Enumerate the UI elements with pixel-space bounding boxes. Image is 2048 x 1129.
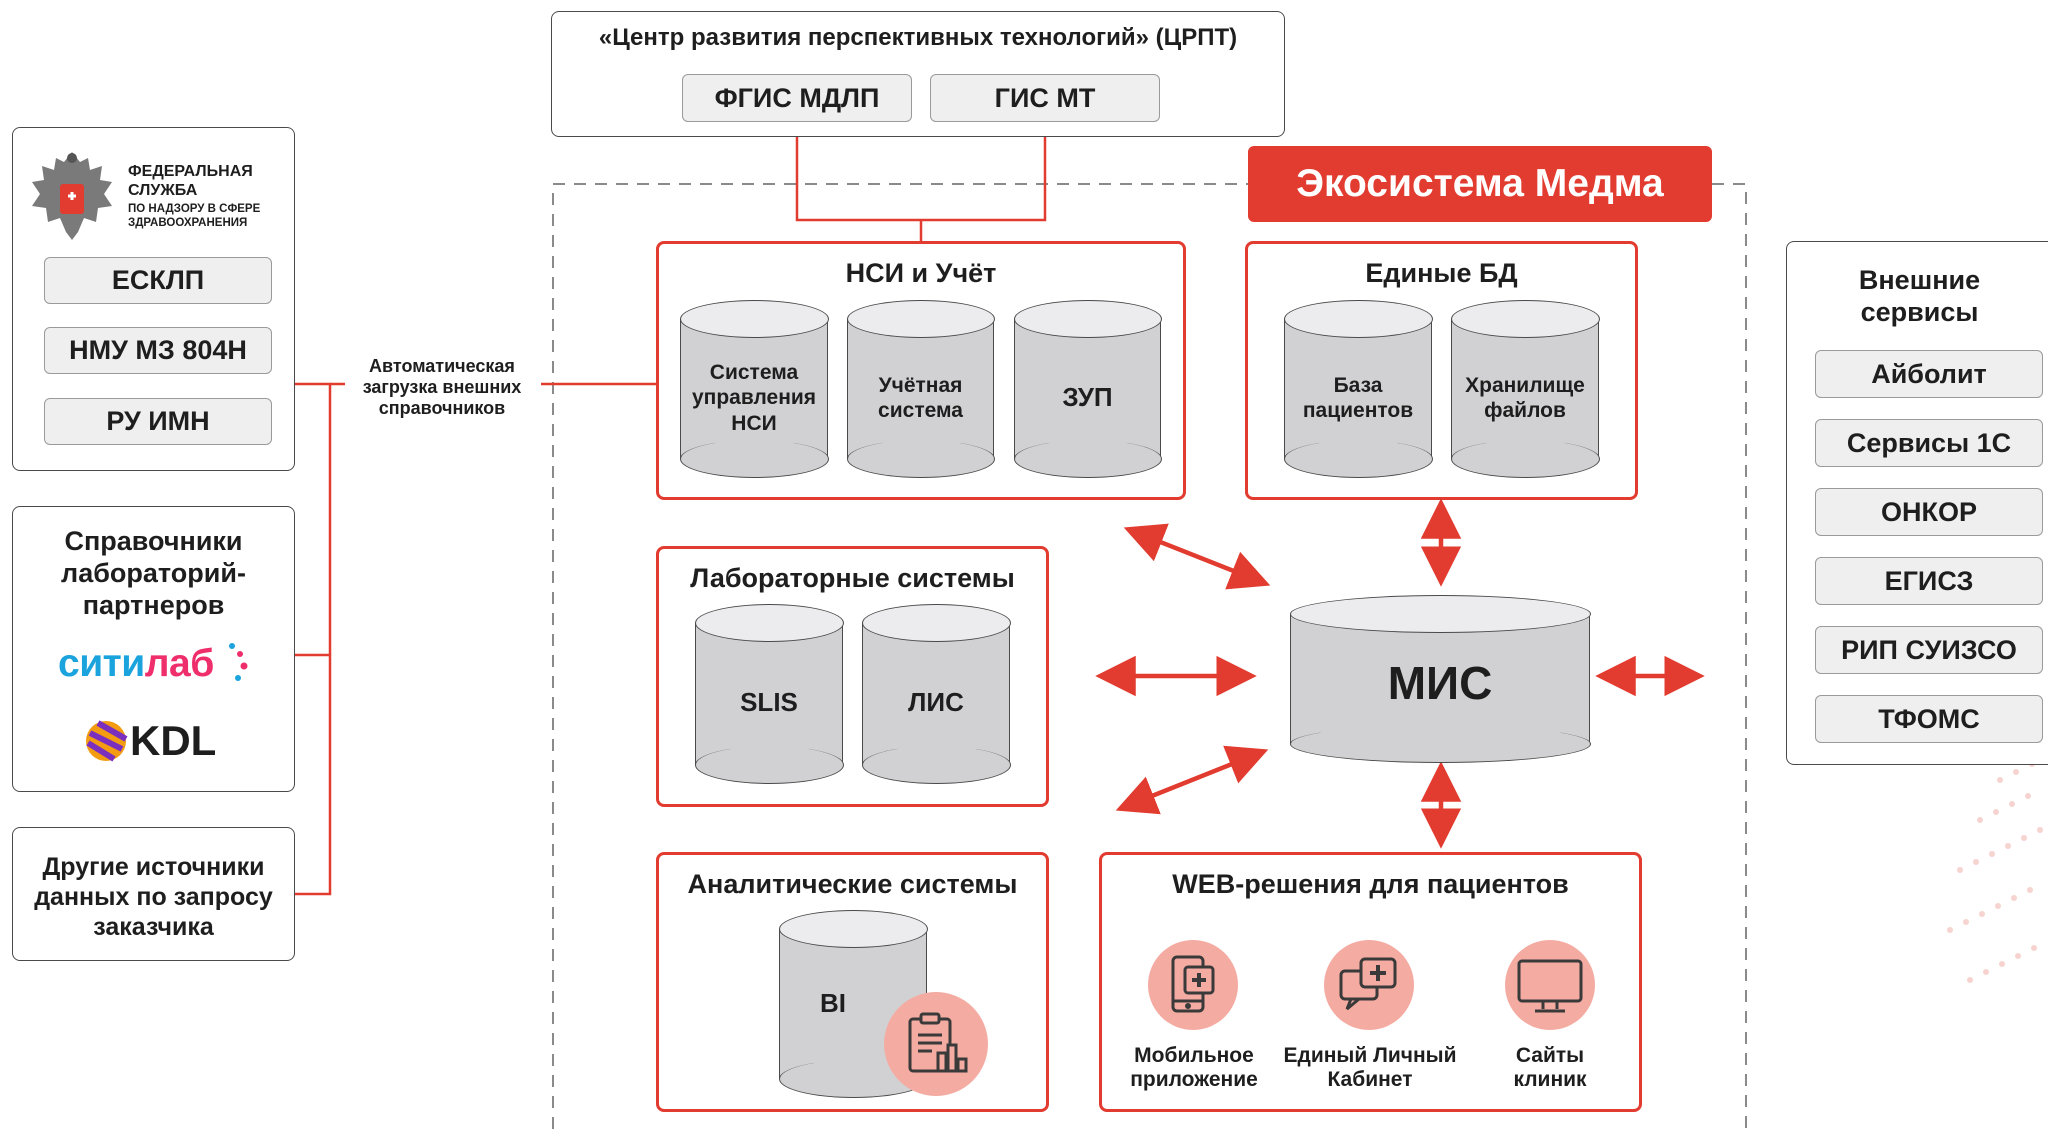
kdl-text: KDL [130,717,217,764]
db-title: Единые БД [1365,258,1518,288]
mis-label: МИС [1387,657,1493,710]
crpt-connector [795,122,1047,243]
cylinder-lis-label: ЛИС [908,687,964,718]
kdl-ball-icon [86,720,128,762]
org-line-1: ФЕДЕРАЛЬНАЯ [128,163,253,180]
ecosystem-dashed-border [552,183,1747,1129]
pill-tfoms[interactable]: ТФОМС [1815,695,2043,743]
arrow-analytics-mis [1115,745,1269,815]
cylinder-slis-label: SLIS [740,687,798,718]
citilab-part1: сити [58,642,145,685]
cylinder-nsi-system-label: Система управления НСИ [691,361,817,435]
nsi-title: НСИ и Учёт [845,258,997,288]
monitor-icon[interactable] [1505,940,1595,1030]
decorative-dot-pattern [1947,739,2043,983]
org-line-4: ЗДРАВООХРАНЕНИЯ [128,217,248,229]
cylinder-zup-label: ЗУП [1062,382,1113,413]
arrow-nsi-mis [1123,523,1271,590]
external-services-title: Внешние сервисы [1858,265,1981,327]
crpt-panel: «Центр развития перспективных технологий… [551,11,1285,137]
pill-nmu-mz[interactable]: НМУ МЗ 804Н [44,327,272,374]
web-item-sites-label: Сайты клиник [1513,1044,1587,1092]
cylinder-nsi-system: Система управления НСИ [679,300,829,478]
cylinder-patients-db: База пациентов [1283,300,1433,478]
state-emblem-icon [28,148,116,244]
cylinder-patients-db-label: База пациентов [1302,373,1414,422]
cylinder-accounting: Учётная система [846,300,995,478]
cylinder-lis: ЛИС [861,604,1011,784]
pill-onkor[interactable]: ОНКОР [1815,488,2043,536]
citilab-dots-icon [229,643,248,681]
left-bracket [295,382,332,896]
pill-fgis-mdlp[interactable]: ФГИС МДЛП [682,74,912,122]
cylinder-slis: SLIS [694,604,844,784]
citilab-part2: лаб [144,642,215,685]
org-line-2: СЛУЖБА [128,182,198,199]
web-item-cabinet-label: Единый Личный Кабинет [1283,1044,1457,1092]
cylinder-accounting-label: Учётная система [878,373,963,422]
cylinder-bi-label: BI [820,988,846,1019]
other-sources-title: Другие источники данных по запросу заказ… [34,853,273,941]
cylinder-file-storage-label: Хранилище файлов [1465,373,1585,422]
clipboard-chart-icon [884,992,988,1096]
chat-medical-icon[interactable] [1324,940,1414,1030]
labsys-title: Лабораторные системы [690,563,1015,593]
pill-egisz[interactable]: ЕГИСЗ [1815,557,2043,605]
other-sources-panel: Другие источники данных по запросу заказ… [12,827,295,961]
pill-rip-suizso[interactable]: РИП СУИЗСО [1815,626,2043,674]
crpt-title: «Центр развития перспективных технологий… [598,24,1238,51]
labs-panel: Справочники лабораторий-партнеров [12,506,295,792]
connector-label: Автоматическая загрузка внешних справочн… [362,356,522,418]
web-title: WEB-решения для пациентов [1172,869,1569,899]
labs-title: Справочники лабораторий-партнеров [61,526,246,620]
pill-1c-services[interactable]: Сервисы 1С [1815,419,2043,467]
citilab-logo: ситилаб [58,642,258,692]
pill-aibolit[interactable]: Айболит [1815,350,2043,398]
analytics-title: Аналитические системы [687,869,1018,899]
mobile-medical-icon[interactable] [1148,940,1238,1030]
pill-ru-imn[interactable]: РУ ИМН [44,398,272,445]
pill-gis-mt[interactable]: ГИС МТ [930,74,1160,122]
roszdrav-org-name: ФЕДЕРАЛЬНАЯ СЛУЖБА ПО НАДЗОРУ В СФЕРЕ ЗД… [128,162,288,230]
cylinder-zup: ЗУП [1013,300,1162,478]
org-line-3: ПО НАДЗОРУ В СФЕРЕ [128,203,261,215]
web-item-mobile-label: Мобильное приложение [1130,1044,1258,1092]
cylinder-file-storage: Хранилище файлов [1450,300,1600,478]
kdl-logo: KDL [84,717,244,764]
ecosystem-badge: Экосистема Медма [1248,146,1712,222]
cylinder-mis[interactable]: МИС [1289,595,1591,763]
pill-esklp[interactable]: ЕСКЛП [44,257,272,304]
